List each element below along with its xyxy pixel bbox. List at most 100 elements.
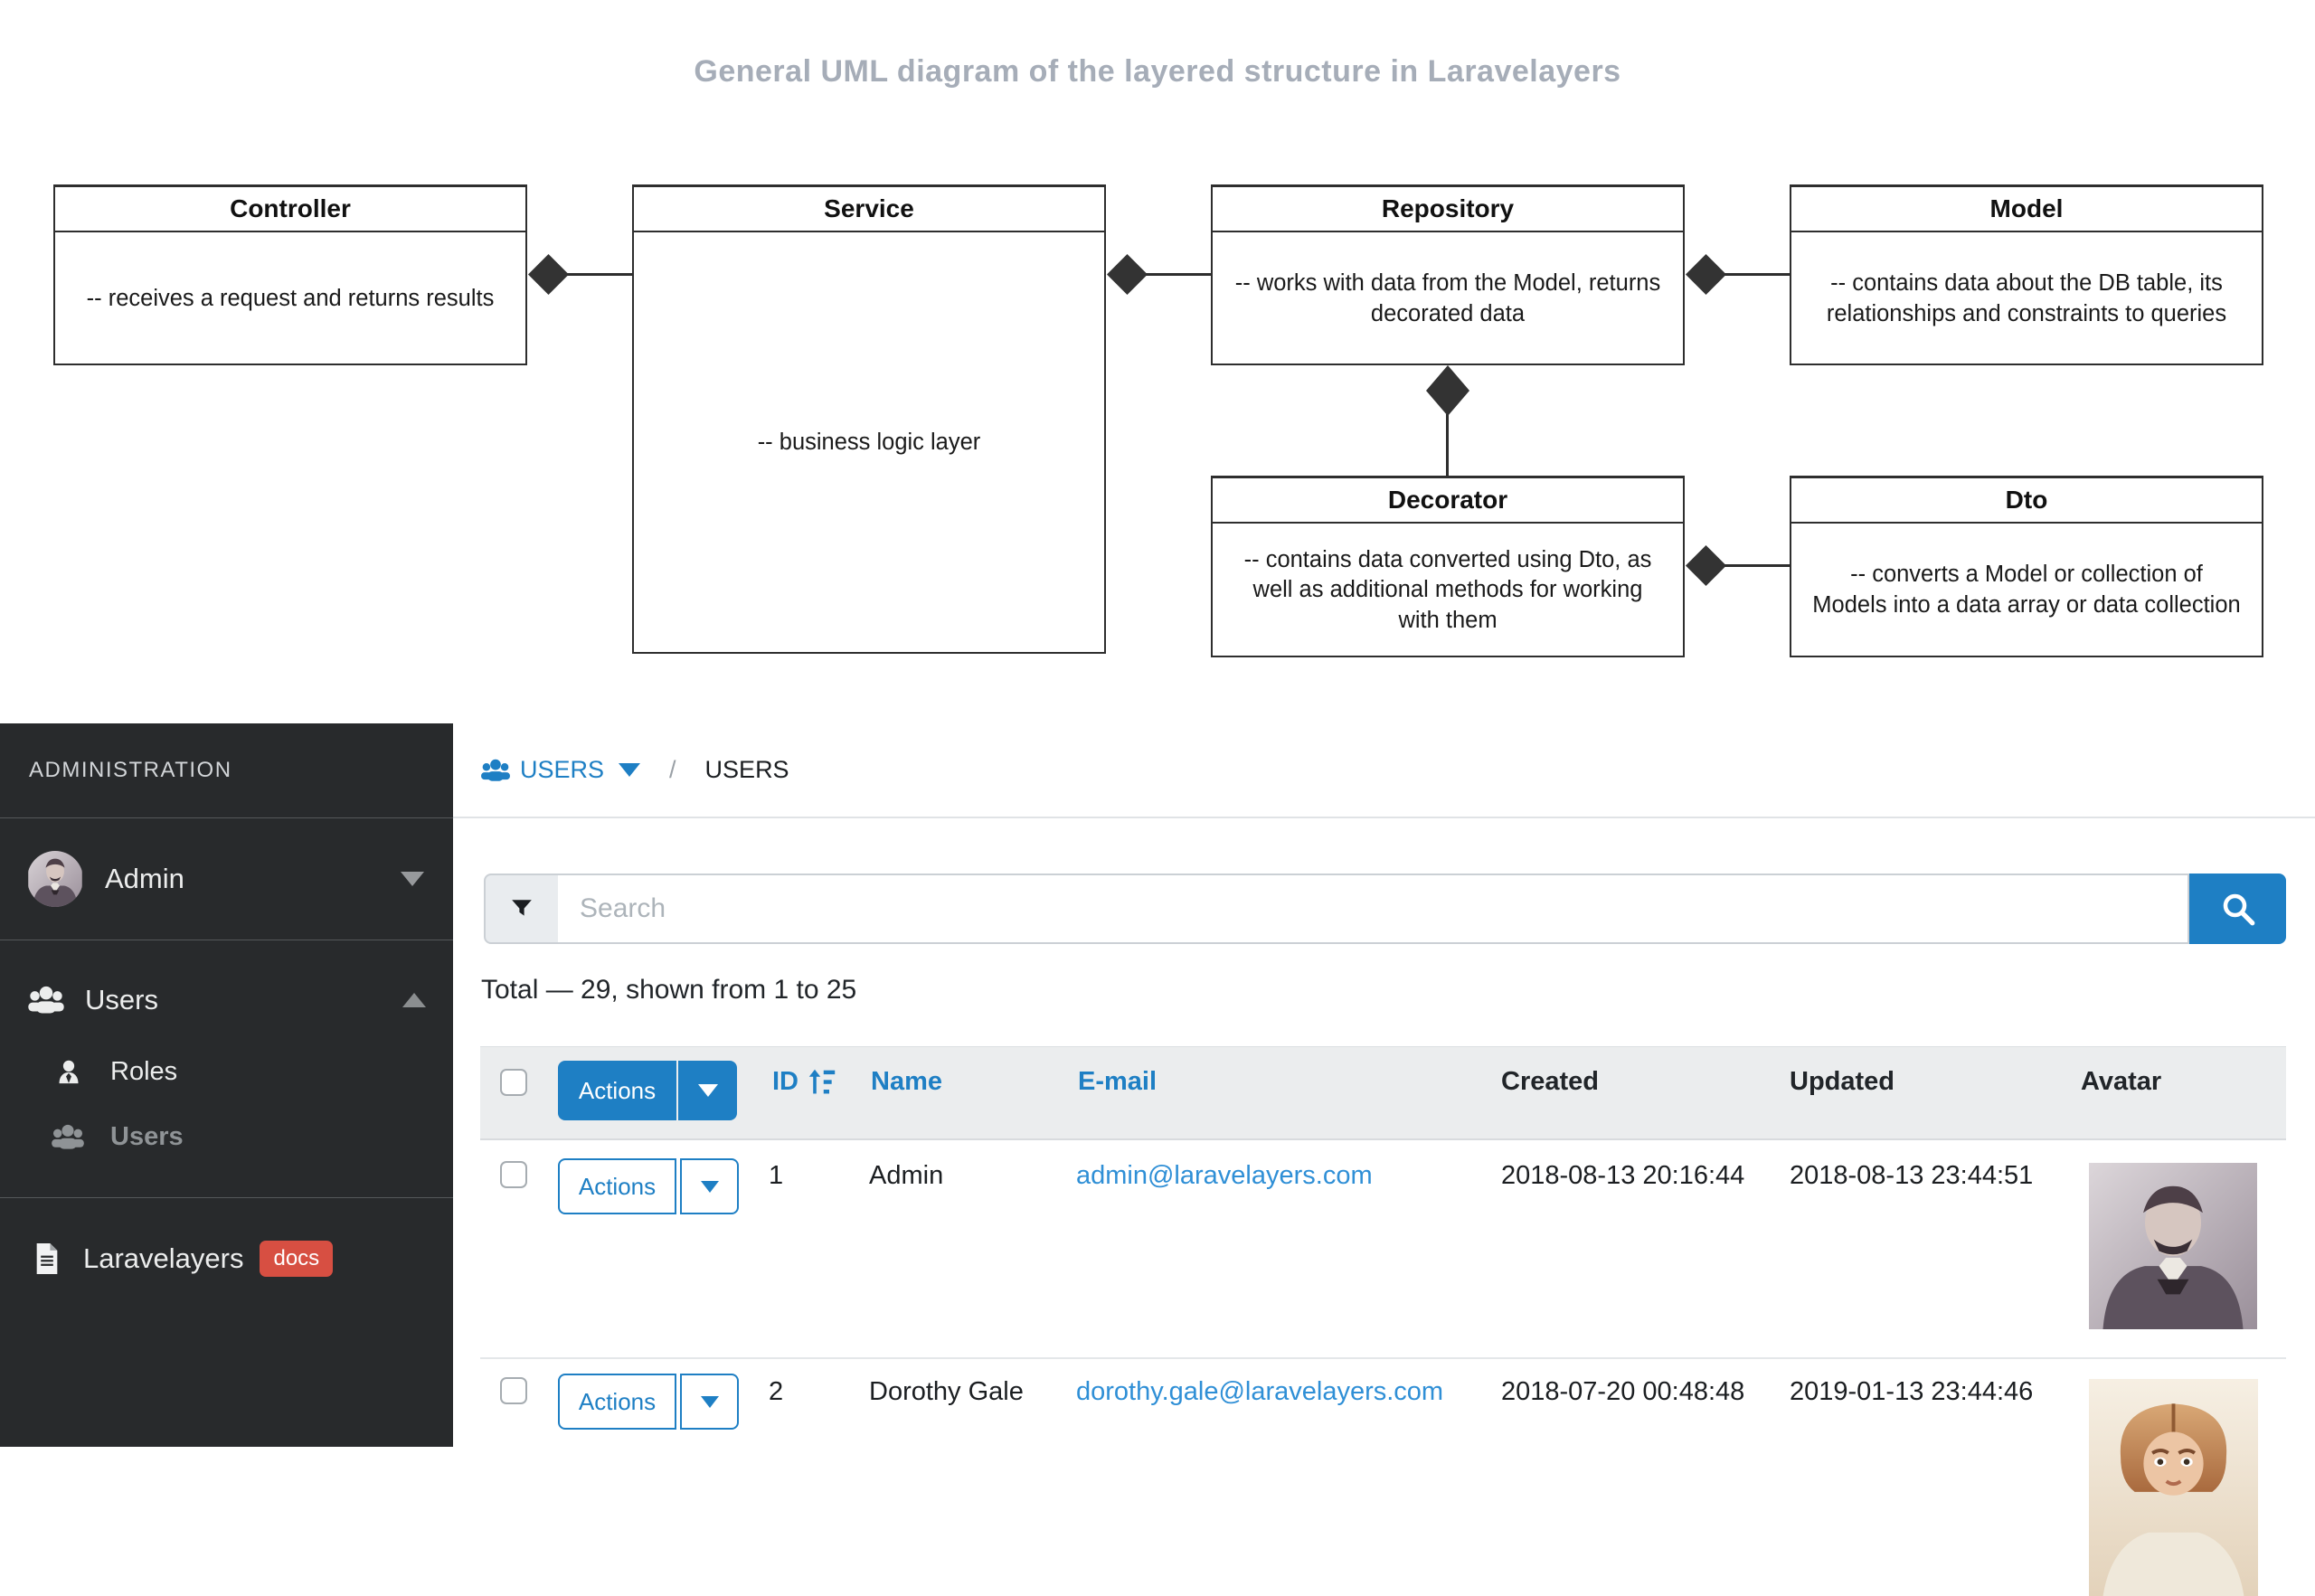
uml-box-title: Decorator bbox=[1213, 478, 1683, 524]
uml-box-title: Service bbox=[634, 187, 1104, 232]
cell-email-link[interactable]: dorothy.gale@laravelayers.com bbox=[1076, 1377, 1444, 1406]
actions-button[interactable]: Actions bbox=[558, 1158, 676, 1214]
filter-toggle[interactable] bbox=[484, 874, 560, 944]
uml-box-dto: Dto -- converts a Model or collection of… bbox=[1790, 476, 2263, 657]
column-header-name[interactable]: Name bbox=[871, 1067, 942, 1097]
user-tie-icon bbox=[59, 1060, 79, 1084]
row-actions-button-group: Actions bbox=[558, 1158, 739, 1214]
composition-diamond-controller-service bbox=[528, 254, 569, 295]
actions-dropdown-toggle[interactable] bbox=[680, 1158, 739, 1214]
sort-amount-up-icon bbox=[808, 1069, 836, 1093]
uml-box-title: Controller bbox=[55, 187, 525, 232]
cell-updated: 2018-08-13 23:44:51 bbox=[1790, 1161, 2034, 1190]
actions-dropdown-toggle[interactable] bbox=[680, 1374, 739, 1430]
composition-diamond-service-repository bbox=[1107, 254, 1148, 295]
cell-email-link[interactable]: admin@laravelayers.com bbox=[1076, 1161, 1373, 1190]
sidebar-divider bbox=[0, 817, 453, 818]
users-icon bbox=[52, 1124, 84, 1149]
avatar-man-image bbox=[28, 851, 82, 907]
document-icon bbox=[36, 1243, 58, 1274]
column-header-created: Created bbox=[1501, 1067, 1599, 1096]
uml-box-description: -- business logic layer bbox=[757, 430, 981, 456]
sidebar-user-menu[interactable]: Admin bbox=[0, 818, 453, 940]
breadcrumb: USERS / USERS bbox=[453, 723, 2315, 818]
avatar-woman-image bbox=[2089, 1379, 2258, 1596]
sidebar-item-users[interactable]: Users bbox=[0, 1110, 453, 1163]
chevron-up-icon bbox=[402, 993, 426, 1007]
cell-created: 2018-08-13 20:16:44 bbox=[1501, 1161, 1745, 1190]
table-row: Actions 2 Dorothy Gale dorothy.gale@lara… bbox=[480, 1359, 2286, 1596]
search-input[interactable] bbox=[558, 874, 2189, 944]
avatar-man-image bbox=[2089, 1163, 2257, 1329]
uml-box-description: -- receives a request and returns result… bbox=[86, 285, 495, 311]
uml-box-model: Model -- contains data about the DB tabl… bbox=[1790, 184, 2263, 365]
cell-updated: 2019-01-13 23:44:46 bbox=[1790, 1377, 2034, 1406]
sidebar-item-label: Laravelayers bbox=[83, 1242, 244, 1274]
filter-icon bbox=[512, 900, 532, 916]
composition-diamond-decorator-dto bbox=[1686, 545, 1726, 586]
breadcrumb-root-link[interactable]: USERS bbox=[480, 756, 641, 784]
caret-down-icon bbox=[700, 1395, 719, 1408]
connector-repository-decorator bbox=[1446, 414, 1449, 476]
results-summary: Total — 29, shown from 1 to 25 bbox=[481, 975, 857, 1005]
select-all-checkbox[interactable] bbox=[500, 1069, 527, 1096]
table-row: Actions 1 Admin admin@laravelayers.com 2… bbox=[480, 1140, 2286, 1359]
caret-down-icon bbox=[700, 1180, 719, 1193]
user-avatar bbox=[27, 851, 83, 907]
column-header-email[interactable]: E-mail bbox=[1078, 1067, 1157, 1097]
actions-dropdown-toggle[interactable] bbox=[678, 1061, 737, 1120]
sidebar-item-users-group[interactable]: Users bbox=[0, 969, 453, 1031]
connector-decorator-dto bbox=[1724, 564, 1790, 567]
uml-box-description: -- converts a Model or collection of Mod… bbox=[1812, 562, 2241, 618]
row-checkbox[interactable] bbox=[500, 1377, 527, 1404]
connector-service-repository bbox=[1146, 273, 1211, 276]
column-header-id[interactable]: ID bbox=[772, 1067, 836, 1097]
uml-box-title: Repository bbox=[1213, 187, 1683, 232]
sidebar-item-laravelayers-docs[interactable]: Laravelayers docs bbox=[0, 1230, 453, 1288]
uml-box-title: Dto bbox=[1791, 478, 2262, 524]
uml-box-description: -- contains data converted using Dto, as… bbox=[1243, 546, 1652, 633]
cell-name: Dorothy Gale bbox=[869, 1377, 1024, 1406]
chevron-down-icon[interactable] bbox=[619, 763, 641, 777]
table-header-row: Actions ID Name E-mail Created Updated A… bbox=[480, 1046, 2286, 1140]
sidebar-item-label: Roles bbox=[110, 1056, 178, 1086]
column-header-label: ID bbox=[772, 1067, 798, 1096]
chevron-down-icon bbox=[401, 872, 424, 886]
sidebar-divider bbox=[0, 1197, 453, 1198]
docs-badge: docs bbox=[260, 1241, 334, 1277]
row-actions-button-group: Actions bbox=[558, 1374, 739, 1430]
sidebar-item-label: Users bbox=[110, 1121, 184, 1151]
cell-created: 2018-07-20 00:48:48 bbox=[1501, 1377, 1745, 1406]
uml-box-repository: Repository -- works with data from the M… bbox=[1211, 184, 1685, 365]
sidebar-item-roles[interactable]: Roles bbox=[0, 1045, 453, 1098]
uml-box-decorator: Decorator -- contains data converted usi… bbox=[1211, 476, 1685, 657]
uml-box-title: Model bbox=[1791, 187, 2262, 232]
uml-box-description: -- works with data from the Model, retur… bbox=[1234, 269, 1661, 326]
sidebar-section-header: ADMINISTRATION bbox=[0, 723, 453, 817]
cell-name: Admin bbox=[869, 1161, 944, 1190]
composition-diamond-repository-decorator bbox=[1426, 365, 1469, 416]
sidebar: ADMINISTRATION Admin Users bbox=[0, 723, 453, 1447]
breadcrumb-separator: / bbox=[669, 756, 676, 783]
column-header-label: Name bbox=[871, 1067, 942, 1096]
breadcrumb-current: USERS bbox=[704, 756, 789, 783]
column-header-label: E-mail bbox=[1078, 1067, 1158, 1096]
users-icon bbox=[481, 759, 510, 781]
users-icon bbox=[28, 986, 64, 1014]
uml-box-controller: Controller -- receives a request and ret… bbox=[53, 184, 527, 365]
cell-avatar-image bbox=[2089, 1379, 2258, 1596]
composition-diamond-repository-model bbox=[1686, 254, 1726, 295]
search-button[interactable] bbox=[2189, 874, 2286, 944]
connector-repository-model bbox=[1724, 273, 1790, 276]
breadcrumb-root-label: USERS bbox=[520, 756, 605, 783]
cell-id: 1 bbox=[769, 1161, 784, 1190]
actions-button[interactable]: Actions bbox=[558, 1061, 676, 1120]
uml-diagram-region: General UML diagram of the layered struc… bbox=[0, 0, 2315, 723]
column-header-updated: Updated bbox=[1790, 1067, 1895, 1096]
column-header-avatar: Avatar bbox=[2081, 1067, 2162, 1096]
search-icon bbox=[2223, 893, 2254, 926]
actions-button[interactable]: Actions bbox=[558, 1374, 676, 1430]
uml-box-description: -- contains data about the DB table, its… bbox=[1826, 269, 2227, 326]
caret-down-icon bbox=[697, 1084, 718, 1097]
row-checkbox[interactable] bbox=[500, 1161, 527, 1188]
